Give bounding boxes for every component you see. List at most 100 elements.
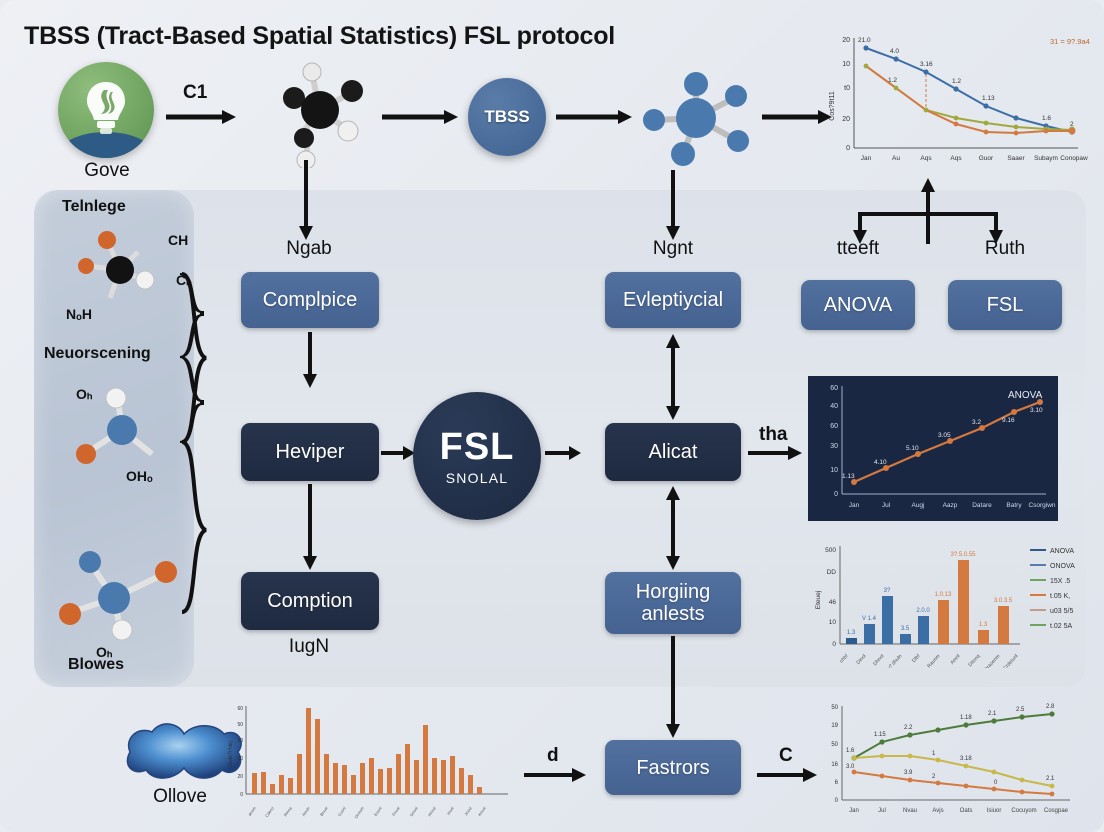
svg-text:Subaym: Subaym — [1034, 155, 1058, 162]
node-heviper-label: Heviper — [275, 441, 345, 463]
sidebar-mol1-atom-ngh: NₒH — [66, 306, 92, 322]
arrow-down-to-ngab — [299, 160, 313, 240]
arrow-alicat-to-anova-chart — [748, 446, 802, 460]
svg-text:500: 500 — [825, 547, 836, 554]
arrow-tbss-to-molecule2 — [556, 110, 632, 124]
svg-text:ONOVA: ONOVA — [1050, 563, 1075, 570]
svg-text:Jan: Jan — [861, 155, 872, 162]
svg-text:50: 50 — [831, 742, 838, 748]
svg-text:dnom: dnom — [247, 805, 257, 817]
svg-text:Nvau: Nvau — [903, 808, 917, 814]
svg-text:60: 60 — [830, 385, 838, 392]
svg-text:10: 10 — [830, 467, 838, 474]
svg-text:0: 0 — [994, 780, 998, 786]
sidebar-mol2-atom-oh: Oₕ — [76, 386, 93, 402]
svg-text:2.1: 2.1 — [1046, 776, 1055, 782]
ollove-label: Ollove — [153, 786, 207, 807]
node-heviper[interactable]: Heviper — [241, 423, 379, 481]
node-fsl-right[interactable]: FSL — [948, 280, 1062, 330]
svg-text:3?: 3? — [884, 588, 891, 594]
svg-text:Crdetunl: Crdetunl — [1002, 653, 1019, 668]
arrow-evleptiycial-alicat-bidirectional — [666, 334, 680, 420]
svg-text:30: 30 — [237, 756, 243, 762]
svg-text:3.9: 3.9 — [904, 770, 913, 776]
svg-text:2.2: 2.2 — [904, 725, 913, 731]
sidebar-mol1-atom-ch: CH — [168, 232, 189, 248]
caption-ngab: Ngab — [286, 238, 332, 259]
svg-text:Oats: Oats — [960, 808, 973, 814]
node-horgiing-anlests-label: Horgiing anlests — [635, 581, 711, 625]
node-fastrors[interactable]: Fastrors — [605, 740, 741, 795]
node-alicat[interactable]: Alicat — [605, 423, 741, 481]
svg-text:Guor: Guor — [979, 155, 994, 162]
svg-text:Rmoa: Rmoa — [283, 805, 294, 817]
svg-text:50: 50 — [237, 722, 243, 728]
gove-logo[interactable] — [58, 62, 154, 158]
node-anova[interactable]: ANOVA — [801, 280, 915, 330]
svg-text:46: 46 — [829, 599, 837, 606]
node-fsl-center-title: FSL — [439, 426, 515, 468]
svg-text:Dnoum: Dnoum — [353, 805, 365, 819]
svg-text:0: 0 — [832, 641, 836, 648]
node-evleptiycial-label: Evleptiycial — [622, 289, 724, 311]
svg-text:Hnoul: Hnoul — [427, 806, 437, 818]
svg-text:2.5: 2.5 — [1016, 707, 1025, 713]
svg-text:1.18: 1.18 — [960, 715, 972, 721]
tbss-node[interactable]: TBSS — [468, 78, 546, 156]
node-horgiing-anlests[interactable]: Horgiing anlests — [605, 572, 741, 634]
svg-text:1: 1 — [932, 751, 936, 757]
lightbulb-flame-icon — [87, 82, 125, 134]
svg-text:0: 0 — [846, 145, 850, 152]
node-fsl-center[interactable]: FSL SNOLAL — [413, 392, 541, 520]
node-alicat-label: Alicat — [648, 441, 698, 463]
svg-text:60: 60 — [830, 423, 838, 430]
svg-text:Isiuor: Isiuor — [987, 808, 1002, 814]
svg-text:2.0.0: 2.0.0 — [916, 608, 930, 614]
svg-text:1.3: 1.3 — [847, 630, 856, 636]
caption-ruth: Ruth — [984, 238, 1026, 259]
svg-text:3.0: 3.0 — [846, 764, 855, 770]
svg-text:Jnoul: Jnoul — [463, 806, 473, 817]
svg-text:20: 20 — [842, 116, 850, 123]
node-complpice[interactable]: Complpice — [241, 272, 379, 328]
svg-text:0: 0 — [240, 792, 243, 798]
arrow-down-to-ngnt — [666, 170, 680, 240]
svg-text:ANOVA: ANOVA — [1008, 390, 1043, 401]
svg-text:Eteuej: Eteuej — [815, 591, 822, 609]
svg-text:V 1.4: V 1.4 — [862, 616, 877, 622]
node-fsl-center-subtitle: SNOLAL — [445, 470, 509, 486]
gove-label: Gove — [84, 160, 130, 181]
svg-text:3?.5.0.55: 3?.5.0.55 — [950, 552, 976, 558]
svg-text:Cosgpae: Cosgpae — [1044, 808, 1069, 814]
arrow-molecule2-to-chart — [762, 110, 832, 124]
svg-text:40: 40 — [237, 738, 243, 744]
svg-text:t.05 K,: t.05 K, — [1050, 593, 1070, 600]
svg-text:3.16: 3.16 — [920, 61, 933, 68]
node-evleptiycial[interactable]: Evleptiycial — [605, 272, 741, 328]
svg-text:3.2: 3.2 — [972, 419, 981, 426]
svg-text:20: 20 — [842, 37, 850, 44]
svg-text:Inuol: Inuol — [446, 806, 455, 816]
svg-text:chbf: chbf — [839, 653, 850, 664]
sidebar-bottom-label: Blowes — [68, 656, 125, 673]
sidebar-mid-label: Neuorscening — [44, 345, 151, 362]
svg-text:0: 0 — [835, 798, 839, 804]
svg-text:Jul: Jul — [878, 808, 886, 814]
svg-text:2: 2 — [932, 774, 936, 780]
svg-text:Ditonq: Ditonq — [967, 653, 981, 668]
svg-text:6: 6 — [835, 780, 839, 786]
svg-text:Dinol: Dinol — [855, 653, 867, 665]
svg-text:2.8: 2.8 — [1046, 704, 1055, 710]
arrow-fastrors-to-chart — [757, 768, 817, 782]
svg-text:Saaer: Saaer — [1007, 155, 1025, 162]
svg-text:1.2: 1.2 — [888, 77, 897, 84]
svg-text:DD: DD — [827, 569, 837, 576]
svg-text:16: 16 — [831, 762, 838, 768]
node-comption[interactable]: Comption — [241, 572, 379, 630]
svg-text:Jan: Jan — [849, 808, 859, 814]
